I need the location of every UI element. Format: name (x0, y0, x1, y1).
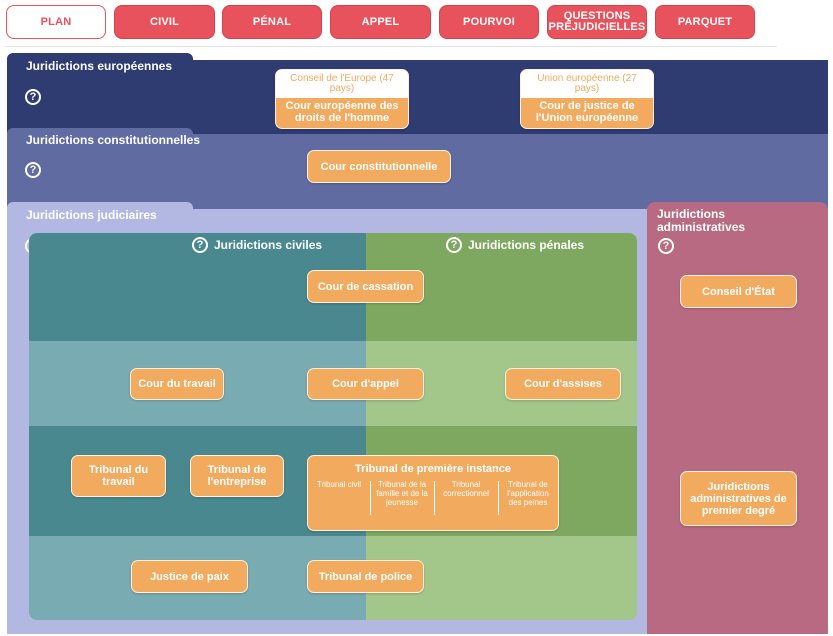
constitutional-help-icon[interactable]: ? (25, 162, 41, 178)
penal-column-title: Juridictions pénales (468, 238, 585, 252)
european-band-title: Juridictions européennes (26, 59, 173, 73)
justice-of-peace-box[interactable]: Justice de paix (131, 560, 248, 593)
tab-plan[interactable]: PLAN (6, 5, 106, 39)
tab-questions-prejudicielles[interactable]: QUESTIONS PRÉJUDICIELLES (547, 5, 647, 39)
first-degree-administrative-box[interactable]: Juridictions administratives de premier … (680, 471, 797, 526)
constitutional-band-tab (7, 128, 193, 138)
court-of-cassation-box[interactable]: Cour de cassation (307, 270, 424, 303)
navigation-tabs: PLAN CIVIL PÉNAL APPEL POURVOI QUESTIONS… (0, 0, 833, 47)
family-youth-tribunal-section[interactable]: Tribunal de la famille et de la jeunesse (376, 480, 428, 507)
civil-help-icon[interactable]: ? (192, 237, 208, 253)
administrative-band-title: Juridictions administratives (657, 207, 746, 234)
penal-column-header: ? Juridictions pénales (446, 237, 584, 253)
tab-penal[interactable]: PÉNAL (222, 5, 322, 39)
tabs-divider (5, 46, 777, 47)
constitutional-court-box[interactable]: Cour constitutionnelle (307, 150, 451, 183)
european-band (7, 60, 828, 136)
labour-tribunal-box[interactable]: Tribunal du travail (71, 455, 166, 497)
civil-tribunal-section[interactable]: Tribunal civil (316, 480, 362, 489)
european-help-icon[interactable]: ? (25, 89, 41, 105)
civil-column-header: ? Juridictions civiles (192, 237, 322, 253)
tab-parquet[interactable]: PARQUET (655, 5, 755, 39)
council-of-state-box[interactable]: Conseil d'État (680, 275, 797, 308)
sentence-enforcement-tribunal-section[interactable]: Tribunal de l'application des peines (507, 480, 549, 507)
council-of-europe-group: Conseil de l'Europe (47 pays) Cour europ… (275, 69, 409, 129)
tab-pourvoi[interactable]: POURVOI (439, 5, 539, 39)
police-tribunal-box[interactable]: Tribunal de police (307, 560, 424, 593)
court-of-appeal-box[interactable]: Cour d'appel (307, 368, 424, 400)
administrative-help-icon[interactable]: ? (658, 238, 674, 254)
enterprise-tribunal-box[interactable]: Tribunal de l'entreprise (190, 455, 284, 497)
tab-civil[interactable]: CIVIL (114, 5, 215, 39)
correctional-tribunal-section[interactable]: Tribunal correctionnel (443, 480, 489, 498)
european-union-group: Union européenne (27 pays) Cour de justi… (520, 69, 654, 129)
labour-court-box[interactable]: Cour du travail (130, 368, 224, 400)
echr-box[interactable]: Cour européenne des droits de l'homme (285, 100, 399, 124)
civil-column-title: Juridictions civiles (214, 238, 323, 252)
constitutional-band-title: Juridictions constitutionnelles (26, 133, 201, 147)
administrative-band (647, 202, 828, 634)
judicial-band-tab (7, 202, 193, 212)
section-divider (498, 481, 499, 515)
judicial-band-title: Juridictions judiciaires (26, 208, 157, 222)
european-union-header: Union européenne (27 pays) (521, 70, 653, 98)
cjeu-box[interactable]: Cour de justice de l'Union européenne (535, 100, 639, 124)
first-instance-tribunal-title: Tribunal de première instance (355, 463, 511, 475)
assize-court-box[interactable]: Cour d'assises (505, 368, 621, 400)
penal-help-icon[interactable]: ? (446, 237, 462, 253)
european-band-tab (7, 53, 193, 63)
section-divider (370, 481, 371, 515)
section-divider (434, 481, 435, 515)
tab-appel[interactable]: APPEL (330, 5, 431, 39)
council-of-europe-header: Conseil de l'Europe (47 pays) (276, 70, 408, 98)
first-instance-tribunal-box[interactable]: Tribunal de première instance Tribunal c… (307, 455, 559, 531)
